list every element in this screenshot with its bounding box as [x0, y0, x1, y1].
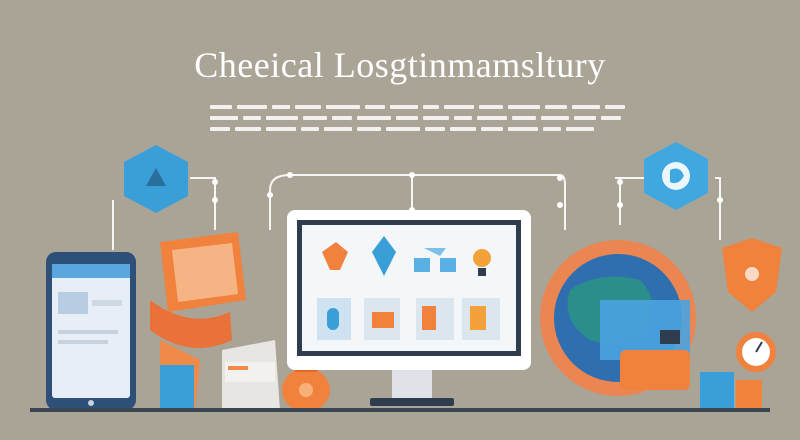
headline: Cheeical Losgtinmamsltury — [194, 45, 606, 85]
hexagon-node-icon — [644, 142, 708, 210]
connector-lines — [112, 174, 721, 250]
gauge-icon — [700, 332, 776, 410]
monitor-icon — [287, 210, 531, 406]
package-box — [222, 340, 280, 410]
subtitle-placeholder-line-1 — [210, 96, 640, 109]
connector-dots — [212, 172, 723, 213]
subtitle-placeholder-line-3 — [210, 118, 640, 131]
globe-icon — [540, 240, 696, 396]
shield-icon — [722, 238, 782, 312]
orange-cart-illustration — [150, 232, 246, 410]
phone-icon — [46, 252, 136, 410]
subtitle-placeholder-line-2 — [210, 107, 640, 120]
hexagon-node-icon — [124, 145, 188, 213]
